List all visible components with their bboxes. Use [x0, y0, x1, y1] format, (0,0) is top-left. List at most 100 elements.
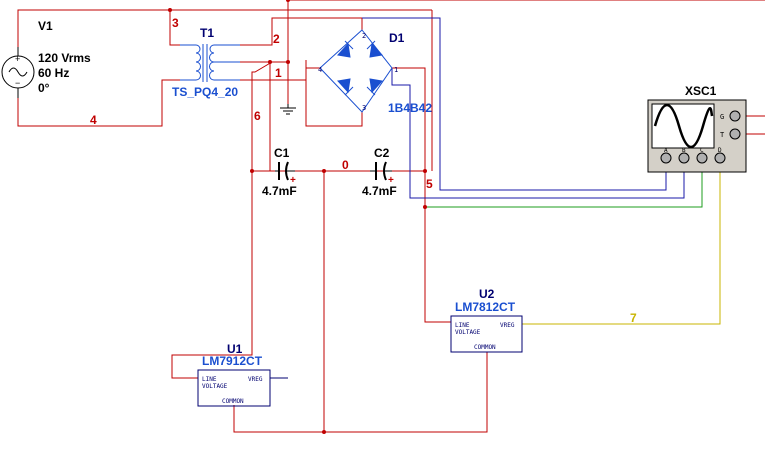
u1-ref-label: U1	[227, 342, 243, 356]
u2-ref-label: U2	[479, 287, 495, 301]
u1-pin-vreg-label: VREG	[248, 376, 263, 383]
xsc1-ref-label: XSC1	[685, 84, 717, 98]
d1-pin3-label: 3	[362, 104, 366, 112]
d1-pin2-label: 2	[362, 32, 366, 40]
c2-value-label: 4.7mF	[362, 184, 397, 198]
diode-icon	[369, 42, 383, 58]
u2-regulator[interactable]: LINE VOLTAGE VREG COMMON U2 LM7812CT	[450, 287, 523, 353]
c1-capacitor[interactable]: + C1 4.7mF	[262, 146, 297, 198]
scope-g-label: G	[720, 113, 724, 121]
scope-channel-c-terminal[interactable]	[696, 152, 708, 164]
primary-coil-icon	[195, 44, 201, 81]
scope-channel-b-label: B	[682, 147, 686, 154]
u1-model-label: LM7912CT	[202, 354, 263, 368]
wire-net-5-b	[424, 171, 451, 323]
t1-model-label: TS_PQ4_20	[172, 85, 238, 99]
v1-ref-label: V1	[38, 19, 53, 33]
d1-bridge-rectifier[interactable]: 2 1 3 4 D1 1B4B42	[318, 29, 432, 115]
u1-pin-voltage-label: VOLTAGE	[202, 383, 228, 390]
red-wires	[17, 0, 765, 433]
u2-pin-voltage-label: VOLTAGE	[455, 329, 481, 336]
wire-secondary-bottom	[240, 67, 320, 81]
scope-channel-d-terminal[interactable]	[714, 152, 726, 164]
wire-net-5	[392, 67, 426, 171]
scope-t-label: T	[720, 131, 725, 139]
c1-polarity-label: +	[290, 175, 296, 186]
u2-pin-common-label: COMMON	[474, 344, 496, 351]
u1-body	[197, 369, 271, 407]
net-label-4: 4	[90, 113, 97, 127]
diode-icon	[337, 42, 351, 58]
diode-icon	[369, 78, 383, 94]
scope-channel-a-label: A	[664, 147, 668, 154]
junction-dot	[423, 205, 427, 209]
d1-ref-label: D1	[389, 31, 405, 45]
wire-green	[425, 163, 703, 208]
junction-dot	[286, 0, 290, 2]
c2-polarity-label: +	[388, 175, 394, 186]
t1-transformer[interactable]: T1 TS_PQ4_20	[172, 26, 240, 99]
wire-blue-a	[362, 17, 667, 191]
u2-pin-vreg-label: VREG	[500, 322, 515, 329]
junction-dot	[250, 169, 254, 173]
green-wires	[425, 163, 703, 208]
wire-net-7	[522, 163, 721, 325]
net-label-1: 1	[275, 66, 282, 80]
u2-pin-line-label: LINE	[455, 322, 470, 329]
scope-channel-c-label: C	[700, 147, 704, 154]
secondary-coil-icon	[209, 44, 215, 81]
junction-dot	[322, 169, 326, 173]
d1-pin4-label: 4	[318, 66, 322, 74]
junction-dots	[168, 0, 427, 434]
wire-net-6	[171, 61, 273, 379]
waveform-icon	[653, 104, 714, 148]
c2-capacitor[interactable]: + C2 4.7mF	[362, 146, 397, 198]
v1-source[interactable]: + − V1 120 Vrms 60 Hz 0°	[1, 19, 91, 98]
minus-sign-icon: −	[15, 78, 20, 88]
xsc1-oscilloscope[interactable]: G T A B C D XSC1	[647, 84, 747, 173]
yellow-wires	[522, 160, 721, 325]
junction-dot	[268, 60, 272, 64]
sine-wave-icon	[8, 67, 28, 77]
junction-dot	[423, 169, 427, 173]
wire-net-2	[240, 17, 363, 46]
c2-ref-label: C2	[374, 146, 390, 160]
bridge-outline	[319, 29, 393, 113]
net-labels: 3 4 2 1 6 0 5 7	[90, 16, 637, 325]
v1-phase-label: 0°	[38, 81, 50, 95]
net-label-5: 5	[426, 177, 433, 191]
scope-channel-d-label: D	[718, 147, 722, 154]
u2-model-label: LM7812CT	[455, 300, 516, 314]
scope-channel-b-terminal[interactable]	[678, 152, 690, 164]
ground-icon	[280, 104, 296, 115]
c1-value-label: 4.7mF	[262, 184, 297, 198]
net-label-3: 3	[172, 16, 179, 30]
v1-frequency-label: 60 Hz	[38, 66, 69, 80]
d1-model-label: 1B4B42	[388, 101, 432, 115]
u1-regulator[interactable]: LINE VOLTAGE VREG COMMON U1 LM7912CT	[197, 342, 288, 407]
net-label-6: 6	[254, 109, 261, 123]
v1-voltage-label: 120 Vrms	[38, 51, 91, 65]
diode-icon	[337, 78, 351, 94]
net-label-2: 2	[273, 32, 280, 46]
wire-bridge-pin3	[305, 60, 363, 127]
net-label-0: 0	[342, 158, 349, 172]
scope-channel-a-terminal[interactable]	[660, 152, 672, 164]
junction-dot	[322, 430, 326, 434]
ac-source-icon	[1, 55, 35, 89]
scope-trigger-terminal[interactable]	[729, 128, 741, 140]
c1-ref-label: C1	[274, 146, 290, 160]
wire-common-bus	[233, 352, 488, 433]
u1-pin-line-label: LINE	[202, 376, 217, 383]
wire-net-4	[17, 79, 180, 127]
scope-ground-terminal[interactable]	[729, 110, 741, 122]
plus-sign-icon: +	[15, 54, 20, 64]
u1-pin-common-label: COMMON	[222, 398, 244, 405]
wire-blue-b	[391, 68, 685, 199]
d1-pin1-label: 1	[394, 66, 398, 74]
blue-wires	[362, 17, 685, 199]
junction-dot	[168, 8, 172, 12]
junction-dot	[286, 60, 290, 64]
